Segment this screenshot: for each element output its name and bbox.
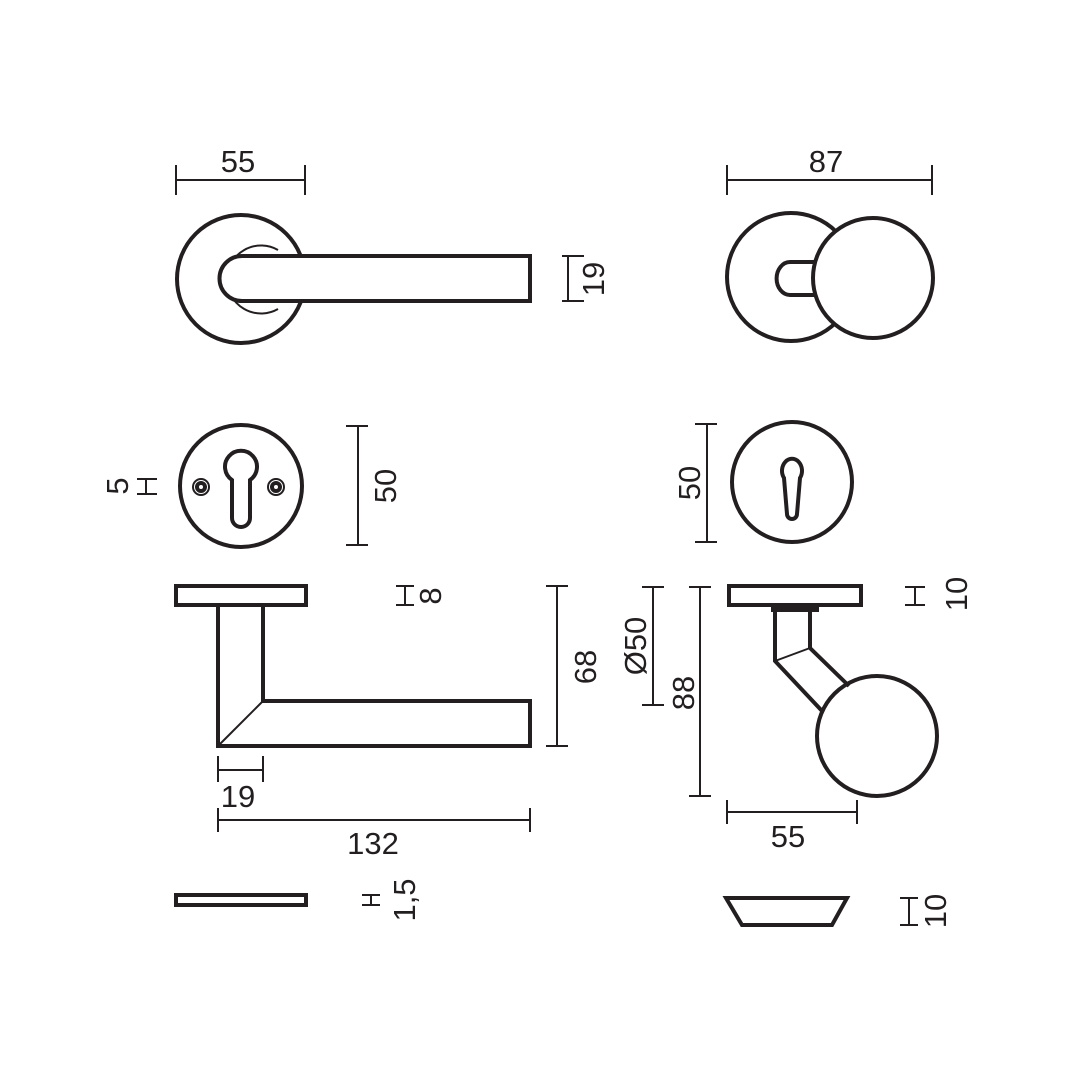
dimension-label-length: 132 bbox=[347, 826, 399, 861]
dimension-line-height bbox=[689, 586, 711, 797]
dimension-label-height: 10 bbox=[918, 894, 953, 928]
lever-side-view: 8 68 19 132 bbox=[174, 584, 603, 861]
dimension-line-knob-diameter bbox=[642, 586, 664, 706]
dimension-line-projection bbox=[726, 800, 858, 824]
dimension-label-height: 88 bbox=[666, 676, 701, 710]
dimension-label-height: 68 bbox=[568, 650, 603, 684]
cup-outline bbox=[722, 896, 851, 927]
dimension-label-width: 55 bbox=[221, 144, 255, 179]
lever-miter-line bbox=[217, 700, 264, 747]
rose-side bbox=[174, 584, 308, 607]
dimension-line-small bbox=[137, 478, 157, 495]
dimension-line-height bbox=[900, 897, 918, 926]
dimension-label-width: 87 bbox=[809, 144, 843, 179]
lever-outline bbox=[217, 254, 532, 303]
dimension-line-length bbox=[217, 808, 531, 832]
rose-side bbox=[727, 584, 863, 607]
knob-ball bbox=[815, 674, 939, 798]
dimension-line-diameter bbox=[695, 423, 717, 543]
dimension-label-knob-diameter: Ø50 bbox=[618, 617, 653, 676]
lever-front-view: 55 19 bbox=[175, 144, 611, 345]
lever-side-outline bbox=[216, 605, 532, 748]
screw-hole bbox=[195, 481, 207, 493]
cup-curve bbox=[725, 897, 743, 926]
dimension-line-width bbox=[175, 165, 306, 195]
keyhole-icon bbox=[223, 448, 259, 529]
dimension-label-thickness: 1,5 bbox=[387, 878, 422, 921]
dimension-line-height bbox=[562, 255, 584, 302]
dimension-line-thickness bbox=[362, 894, 380, 906]
dimension-label-diameter: 50 bbox=[368, 469, 403, 503]
cup-side-view: 10 bbox=[722, 894, 953, 928]
keyhole-icon bbox=[780, 456, 804, 521]
escutcheon-right: 50 bbox=[672, 420, 854, 544]
dimension-label-projection: 55 bbox=[771, 819, 805, 854]
dimension-line-rose bbox=[396, 585, 414, 606]
screw-icon bbox=[267, 478, 285, 496]
dimension-line-neck bbox=[217, 756, 264, 782]
dimension-line-rose bbox=[905, 586, 925, 606]
knob-outline bbox=[811, 216, 935, 340]
dimension-label-small: 5 bbox=[100, 477, 135, 494]
plate-outline bbox=[174, 893, 308, 907]
dimension-label-rose: 8 bbox=[413, 587, 448, 604]
neck-bend-line bbox=[774, 647, 811, 662]
dimension-line-height bbox=[546, 585, 568, 747]
escutcheon-outline bbox=[178, 423, 304, 549]
dimension-label-neck: 19 bbox=[221, 779, 255, 814]
dimension-label-rose: 10 bbox=[939, 577, 974, 611]
screw-icon bbox=[192, 478, 210, 496]
plate-side-view: 1,5 bbox=[174, 878, 422, 922]
screw-hole bbox=[270, 481, 282, 493]
knob-side-view: Ø50 88 55 10 bbox=[618, 577, 974, 854]
dimension-label-height: 19 bbox=[576, 262, 611, 296]
dimension-line-width bbox=[726, 165, 933, 195]
escutcheon-left: 50 5 bbox=[100, 423, 403, 549]
knob-front-view: 87 bbox=[725, 144, 935, 343]
rose-ring bbox=[771, 604, 819, 612]
knob-neck bbox=[774, 260, 817, 297]
escutcheon-outline bbox=[730, 420, 854, 544]
dimension-label-diameter: 50 bbox=[672, 466, 707, 500]
dimension-line-diameter bbox=[346, 425, 368, 546]
knob-neck bbox=[773, 612, 851, 714]
